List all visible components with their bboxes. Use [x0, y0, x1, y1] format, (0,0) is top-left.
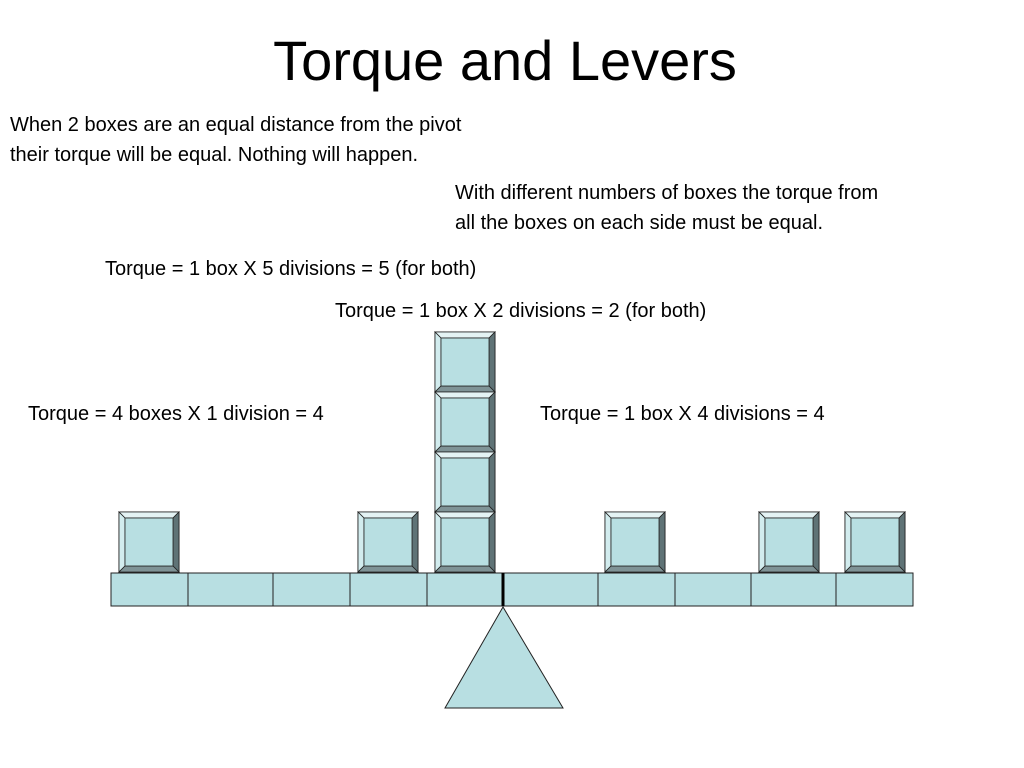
- beam-segment: [426, 572, 504, 607]
- note-text: With different numbers of boxes the torq…: [455, 178, 878, 238]
- note-line-2: all the boxes on each side must be equal…: [455, 212, 824, 234]
- label-five-divisions: Torque = 1 box X 5 divisions = 5 (for bo…: [105, 258, 477, 280]
- label-two-divisions: Torque = 1 box X 2 divisions = 2 (for bo…: [335, 300, 707, 322]
- note-line-1: With different numbers of boxes the torq…: [455, 182, 879, 204]
- intro-text: When 2 boxes are an equal distance from …: [10, 110, 461, 170]
- weight-box: [434, 331, 496, 393]
- lever-beam: [110, 572, 914, 607]
- intro-line-2: their torque will be equal. Nothing will…: [10, 144, 419, 166]
- beam-segment: [674, 572, 752, 607]
- beam-segment: [349, 572, 428, 607]
- beam-segment: [835, 572, 914, 607]
- beam-segment: [187, 572, 274, 607]
- boxes-group: [118, 331, 906, 573]
- page-title: Torque and Levers: [273, 29, 737, 92]
- label-left-stack: Torque = 4 boxes X 1 division = 4: [28, 403, 324, 425]
- beam-segment: [502, 572, 599, 607]
- beam-segment: [110, 572, 189, 607]
- weight-box: [844, 511, 906, 573]
- weight-box: [118, 511, 180, 573]
- weight-box: [758, 511, 820, 573]
- beam-segment: [597, 572, 676, 607]
- label-right-single: Torque = 1 box X 4 divisions = 4: [540, 403, 825, 425]
- weight-box: [357, 511, 419, 573]
- beam-segment: [272, 572, 351, 607]
- weight-box: [434, 391, 496, 453]
- weight-box: [434, 511, 496, 573]
- fulcrum-triangle: [444, 606, 564, 709]
- beam-segment: [750, 572, 837, 607]
- weight-box: [434, 451, 496, 513]
- intro-line-1: When 2 boxes are an equal distance from …: [10, 114, 462, 136]
- weight-box: [604, 511, 666, 573]
